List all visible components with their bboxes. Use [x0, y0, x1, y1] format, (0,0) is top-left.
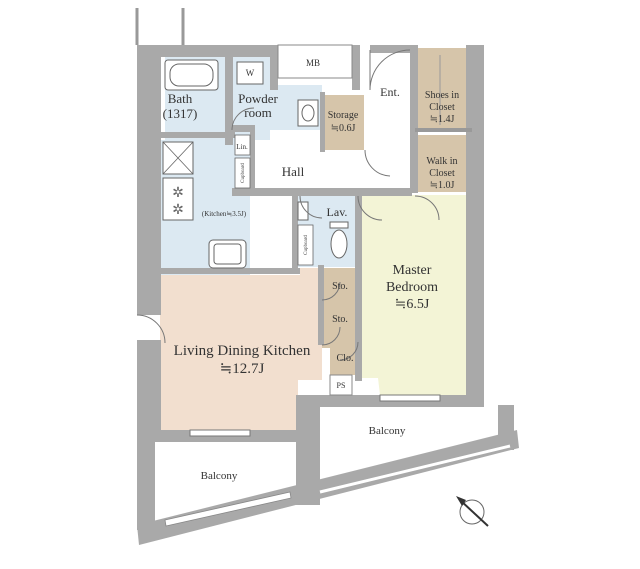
closet-label: Clo. — [337, 353, 354, 364]
linen-label: Lin. — [236, 143, 248, 151]
washer-box — [236, 61, 264, 85]
ps-box — [329, 374, 353, 396]
master-bedroom-label: Master — [393, 263, 432, 278]
cupboard-box-2 — [297, 224, 314, 266]
balcony-left-label: Balcony — [201, 470, 238, 482]
lav-sink — [297, 201, 309, 221]
unit-bath-box — [162, 141, 194, 175]
clo-floor — [330, 343, 358, 375]
svg-text:✲: ✲ — [172, 185, 184, 201]
bathtub-icon — [164, 59, 219, 91]
kitchen-label: (Kitchen≒3.5J) — [202, 210, 247, 218]
window — [189, 429, 251, 437]
sink-icon — [208, 239, 247, 269]
mb-label: MB — [306, 58, 320, 68]
hall-label: Hall — [282, 164, 305, 179]
walk-in-closet-floor — [415, 135, 472, 192]
stove-icon: ✲ ✲ — [162, 177, 194, 221]
north-arrow-icon — [456, 496, 489, 527]
ps-label: PS — [337, 381, 346, 390]
toilet-icon — [329, 221, 349, 259]
shoes-closet-size: ≒1.4J — [430, 114, 455, 125]
bedroom-floor — [358, 195, 468, 395]
ldk-floor — [160, 268, 322, 430]
svg-text:✲: ✲ — [172, 202, 184, 218]
linen-box — [234, 134, 251, 156]
balcony-window — [164, 491, 292, 527]
walk-in-closet-label: Walk in — [426, 156, 457, 167]
shoes-closet-floor — [415, 48, 472, 128]
balcony-rail — [137, 430, 519, 545]
mb-box — [277, 44, 353, 79]
shoes-closet-label: Shoes in — [425, 90, 459, 101]
cupboard-box — [234, 157, 251, 189]
ldk-label: Living Dining Kitchen — [174, 343, 311, 359]
lavatory-label: Lav. — [327, 205, 348, 219]
storage-2-label: Sto. — [332, 314, 348, 325]
storage-size: ≒0.6J — [331, 123, 356, 134]
powder-room-label: Powder — [238, 91, 278, 106]
doors — [136, 49, 440, 361]
cupboard-label: Cupboard — [241, 163, 246, 183]
ldk-size: ≒12.7J — [220, 361, 265, 377]
walk-in-closet-size: ≒1.0J — [430, 180, 455, 191]
window — [379, 394, 441, 402]
storage-floor — [322, 95, 364, 150]
master-bedroom-size: ≒6.5J — [395, 297, 430, 312]
balcony-line — [319, 444, 511, 494]
sto-floor — [322, 268, 358, 348]
powder-room-label-2: room — [244, 105, 271, 120]
bath-size: (1317) — [163, 106, 198, 121]
cupboard-label-2: Cupboard — [304, 235, 309, 255]
balcony-right-label: Balcony — [369, 425, 406, 437]
washer-label: W — [246, 68, 255, 78]
storage-1-label: Sto. — [332, 281, 348, 292]
shoes-closet-label-2: Closet — [429, 102, 455, 113]
bath-label: Bath — [168, 91, 193, 106]
powder-sink-icon — [297, 99, 319, 127]
master-bedroom-label-2: Bedroom — [386, 280, 438, 295]
entrance-label: Ent. — [380, 85, 400, 99]
walk-in-closet-label-2: Closet — [429, 168, 455, 179]
storage-label: Storage — [328, 110, 359, 121]
